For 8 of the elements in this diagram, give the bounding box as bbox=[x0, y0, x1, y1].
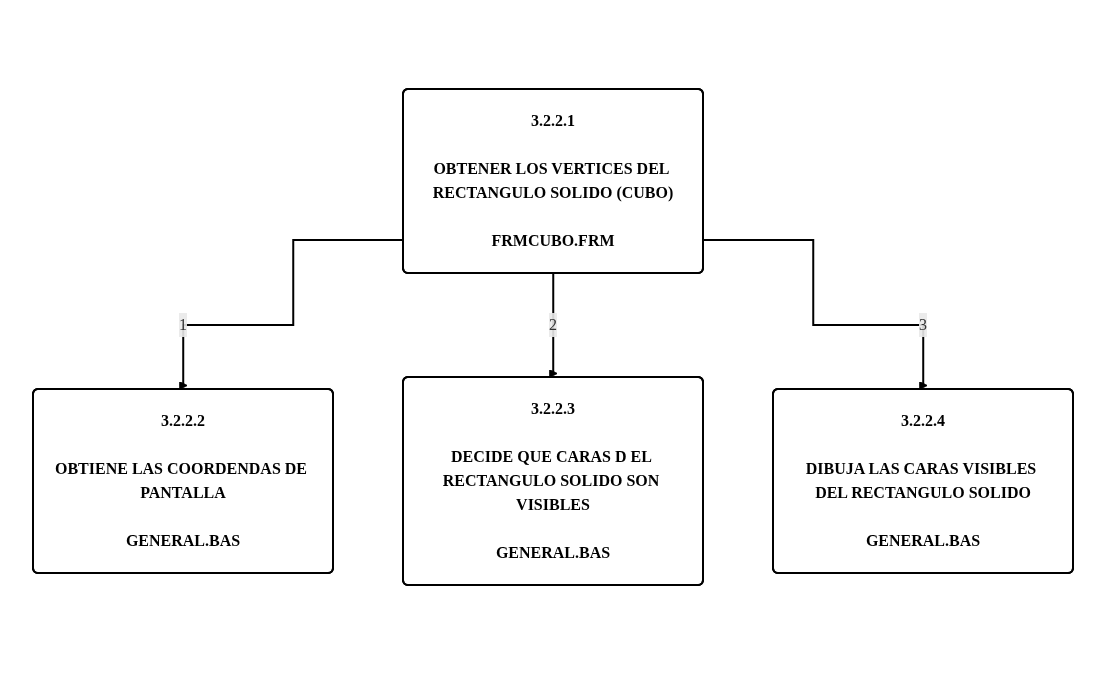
edge-label: 1 bbox=[179, 315, 187, 333]
edge-label: 3 bbox=[919, 315, 927, 333]
node-text: 3.2.2.1 OBTENER LOS VERTICES DEL RECTANGULO SOLIDO (CUBO) FRMCUBO.FRM bbox=[432, 111, 674, 249]
arrow bbox=[549, 272, 558, 378]
edge-label: 2 bbox=[549, 315, 557, 333]
node-text: 3.2.2.3 DECIDE QUE CARAS D EL RECTANGULO SOLIDO SON VISIBLES GENERAL.BAS bbox=[442, 399, 660, 561]
node-text: 3.2.2.4 DIBUJA LAS CARAS VISIBLES DEL RECTANGULO SOLIDO GENERAL.BAS bbox=[805, 411, 1037, 549]
node-text: 3.2.2.2 OBTIENE LAS COORDENDAS DE PANTALLA GENERAL.BAS bbox=[54, 411, 308, 549]
